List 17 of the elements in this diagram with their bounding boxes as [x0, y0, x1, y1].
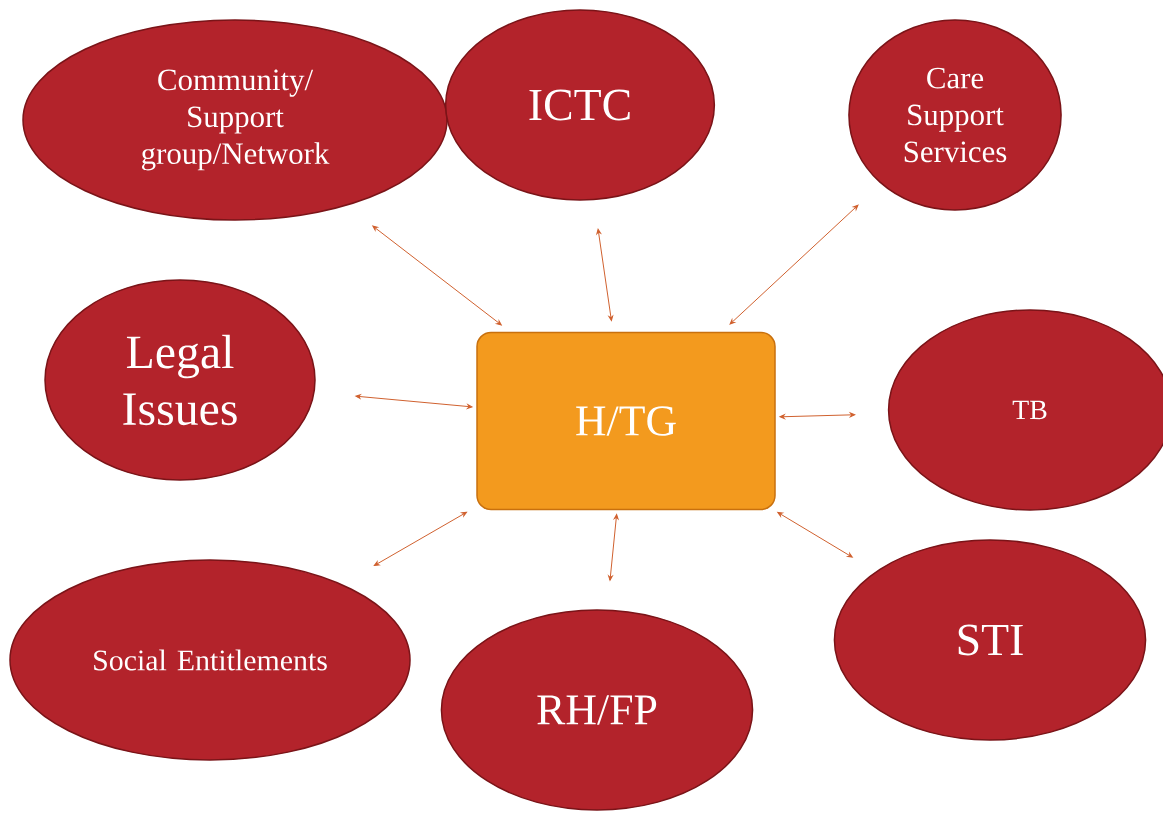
- ellipse-node: TB: [887, 309, 1163, 511]
- arrow: [372, 225, 502, 326]
- ellipse-node: Social Entitlements: [9, 559, 411, 761]
- ellipse-node: ICTC: [444, 9, 716, 201]
- ellipse-node: Care Support Services: [848, 19, 1062, 211]
- arrow: [729, 204, 859, 325]
- arrow: [355, 394, 473, 409]
- arrow: [608, 514, 619, 581]
- arrow: [777, 511, 853, 558]
- ellipse-node: STI: [833, 539, 1147, 741]
- center-box: H/TG: [476, 331, 776, 511]
- ellipse-node: Legal Issues: [44, 279, 316, 481]
- ellipse-node: Community/ Support group/Network: [22, 19, 448, 221]
- arrow: [779, 412, 856, 420]
- arrow: [373, 511, 467, 566]
- arrow: [596, 228, 614, 322]
- ellipse-node: RH/FP: [440, 609, 754, 811]
